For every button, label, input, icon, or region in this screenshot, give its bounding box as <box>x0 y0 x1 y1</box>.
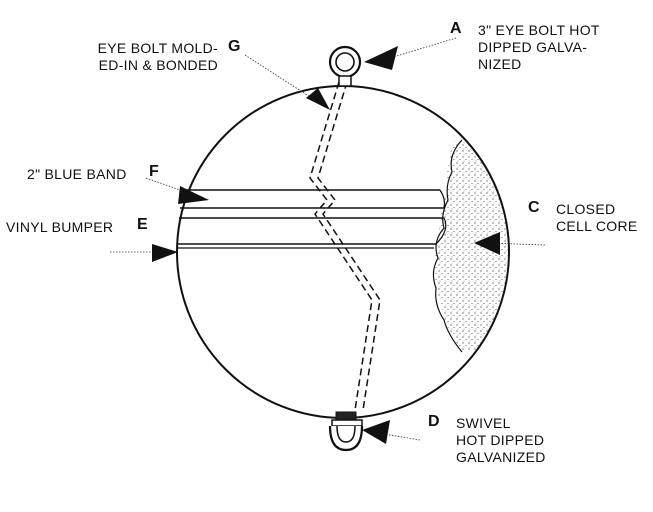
callout-d-line-1: SWIVEL <box>456 415 511 431</box>
eye-bolt-rod <box>309 81 381 411</box>
callout-a-line-3: NIZED <box>478 56 522 72</box>
callout-d-line-2: HOT DIPPED <box>456 432 545 448</box>
bottom-swivel <box>328 411 364 452</box>
callout-g-label: EYE BOLT MOLD- ED-IN & BONDED <box>86 40 218 74</box>
callout-d-label: SWIVEL HOT DIPPED GALVANIZED <box>456 415 546 466</box>
closed-cell-core-region <box>434 140 509 350</box>
callout-c-line-2: CELL CORE <box>556 218 638 234</box>
callout-e-line-1: VINYL BUMPER <box>6 219 114 235</box>
callout-f-label: 2" BLUE BAND <box>27 166 127 183</box>
vinyl-bumper <box>178 217 447 249</box>
top-eye-bolt <box>328 45 362 87</box>
callout-d-line-3: GALVANIZED <box>456 449 546 465</box>
callout-a-line-2: DIPPED GALVA- <box>478 39 588 55</box>
callout-e-label: VINYL BUMPER <box>6 219 113 236</box>
callout-letter-e: E <box>137 216 148 233</box>
callout-letter-d: D <box>428 413 440 430</box>
callout-a-label: 3" EYE BOLT HOT DIPPED GALVA- NIZED <box>478 22 600 73</box>
callout-letter-f: F <box>149 163 159 180</box>
callout-g-line-2: ED-IN & BONDED <box>98 57 218 73</box>
callout-c-label: CLOSED CELL CORE <box>556 201 638 235</box>
callout-letter-c: C <box>528 199 540 216</box>
leader-lines <box>110 37 546 441</box>
cutaway-edge <box>432 139 463 353</box>
callout-c-line-1: CLOSED <box>556 201 616 217</box>
callout-letter-a: A <box>450 20 462 37</box>
arrowheads <box>152 46 500 444</box>
callout-f-line-1: 2" BLUE BAND <box>27 166 127 182</box>
callout-a-line-1: 3" EYE BOLT HOT <box>478 22 600 38</box>
callout-g-line-1: EYE BOLT MOLD- <box>97 40 218 56</box>
callout-letter-g: G <box>228 38 241 55</box>
blue-band <box>180 189 446 209</box>
